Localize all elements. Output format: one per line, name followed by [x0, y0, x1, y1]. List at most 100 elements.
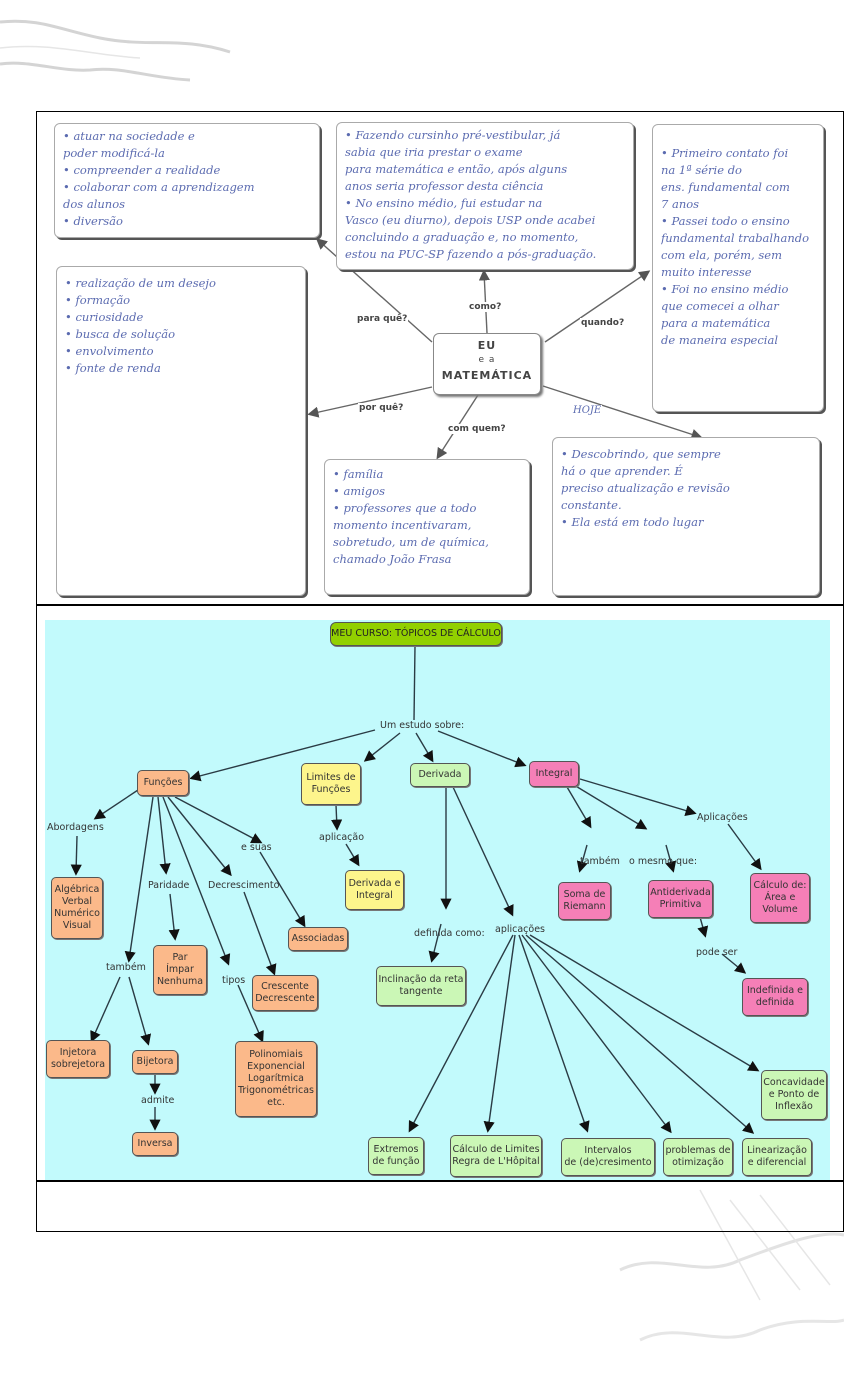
node-text: Integral — [356, 890, 393, 901]
node-text: Decrescente — [255, 993, 315, 1004]
handwritten-line: chamado João Frasa — [333, 552, 452, 566]
node-funcoes-text: Funções — [143, 777, 183, 788]
link-tambem-funcoes: também — [106, 962, 146, 973]
node-otimizacao: problemas de otimização — [663, 1138, 733, 1176]
handwritten-line: 7 anos — [661, 197, 700, 211]
handwritten-line: momento incentivaram, — [333, 518, 472, 532]
node-text: problemas de — [665, 1145, 731, 1156]
node-linearizacao: Linearização e diferencial — [742, 1138, 812, 1176]
node-limites: Limites de Funções — [301, 763, 361, 805]
node-injetora: Injetora sobrejetora — [46, 1040, 110, 1078]
link-paridade: Paridade — [148, 880, 190, 891]
node-limites-hopital: Cálculo de Limites Regra de L'Hôpital — [450, 1135, 542, 1177]
node-text: Algébrica — [54, 884, 100, 895]
handwritten-line: estou na PUC-SP fazendo a pós-graduação. — [345, 247, 597, 261]
node-text: e Ponto de — [768, 1089, 820, 1100]
mindmap-center-node: EU e a MATEMÁTICA — [433, 333, 541, 395]
link-label-quando: quando? — [580, 318, 626, 328]
node-indefinida: Indefinida e definida — [742, 978, 808, 1016]
link-label-hoje: HOJE — [572, 405, 603, 416]
handwritten-line: • atuar na sociedade e — [63, 129, 195, 143]
handwritten-line: sobretudo, um de química, — [333, 535, 489, 549]
handwritten-line: • Primeiro contato foi — [661, 146, 789, 160]
node-text: Primitiva — [659, 899, 702, 910]
card-hoje: • Descobrindo, que sempre há o que aprend… — [552, 437, 820, 596]
node-text: Exponencial — [247, 1061, 305, 1072]
node-text: Verbal — [61, 896, 92, 907]
handwritten-line: • curiosidade — [65, 310, 144, 324]
node-text: tangente — [399, 986, 443, 997]
hub-line-matematica: MATEMÁTICA — [441, 369, 533, 382]
handwritten-line: concluindo a graduação e, no momento, — [345, 230, 579, 244]
handwritten-line: há o que aprender. É — [561, 464, 683, 478]
node-intervalos: Intervalos de (de)cresimento — [561, 1138, 655, 1176]
handwritten-line: • formação — [65, 293, 131, 307]
handwritten-line: fundamental trabalhando — [661, 231, 810, 245]
node-limites-l1: Limites de — [306, 772, 356, 783]
link-o-mesmo-que: o mesmo que: — [629, 856, 698, 867]
handwritten-line: sabia que iria prestar o exame — [345, 145, 523, 159]
handwritten-line: constante. — [561, 498, 622, 512]
node-calculo-area: Cálculo de: Área e Volume — [750, 873, 810, 923]
node-inversa: Inversa — [132, 1132, 178, 1156]
handwritten-line: • compreender a realidade — [63, 163, 221, 177]
node-text: de (de)cresimento — [564, 1157, 652, 1168]
node-text: Ímpar — [166, 964, 194, 975]
handwritten-line: que comecei a olhar — [661, 299, 779, 313]
node-paridade-box: Par Ímpar Nenhuma — [153, 945, 207, 995]
handwritten-line: • Passei todo o ensino — [661, 214, 790, 228]
node-text: Linearização — [747, 1145, 807, 1156]
node-text: Área e — [764, 892, 796, 903]
node-text: Cálculo de Limites — [452, 1144, 540, 1155]
handwritten-line: • envolvimento — [65, 344, 154, 358]
node-root-text: MEU CURSO: TÓPICOS DE CÁLCULO — [331, 628, 501, 639]
handwritten-line: na 1ª série do — [661, 163, 742, 177]
node-text: Soma de — [563, 889, 606, 900]
card-por-que: • realização de um desejo • formação • cur… — [56, 266, 306, 596]
link-tambem-integral: também — [580, 856, 620, 867]
link-aplicacao: aplicação — [319, 832, 365, 843]
link-label-como: como? — [468, 302, 503, 312]
link-label-com-quem: com quem? — [447, 424, 507, 434]
handwritten-line: ens. fundamental com — [661, 180, 790, 194]
link-label-para-que: para quê? — [356, 314, 409, 324]
handwritten-line: para a matemática — [661, 316, 771, 330]
node-derivada-e-integral: Derivada e Integral — [345, 870, 404, 910]
handwritten-line: • realização de um desejo — [65, 276, 216, 290]
node-inclinacao: Inclinação da reta tangente — [376, 966, 466, 1006]
handwritten-line: • professores que a todo — [333, 501, 477, 515]
handwritten-line: • fonte de renda — [65, 361, 161, 375]
node-text: Numérico — [54, 908, 100, 919]
node-text: Antiderivada — [650, 887, 711, 898]
handwritten-line: • colaborar com a aprendizagem — [63, 180, 255, 194]
card-para-que: • atuar na sociedade e poder modificá-la •… — [54, 123, 320, 238]
node-text: Trigonométricas — [238, 1085, 314, 1096]
node-limites-l2: Funções — [311, 784, 351, 795]
handwritten-line: • família — [333, 467, 384, 481]
handwritten-line: poder modificá-la — [63, 146, 165, 160]
link-admite: admite — [141, 1095, 175, 1106]
node-text: Volume — [762, 904, 798, 915]
hub-line-eu: EU — [477, 339, 497, 352]
node-text: Extremos — [373, 1144, 419, 1155]
node-text: Polinomiais — [249, 1049, 303, 1060]
handwritten-line: • busca de solução — [65, 327, 176, 341]
link-aplicacoes-derivada: aplicações — [495, 924, 546, 935]
node-text: Riemann — [563, 901, 606, 912]
card-com-quem: • família• amigos• professores que a tod… — [324, 459, 530, 595]
handwritten-line: com ela, porém, sem — [661, 248, 782, 262]
link-abordagens: Abordagens — [47, 822, 104, 833]
empty-caption-frame — [36, 1181, 844, 1232]
link-pode-ser: pode ser — [696, 947, 738, 958]
node-root-course: MEU CURSO: TÓPICOS DE CÁLCULO — [330, 622, 502, 646]
node-text: Nenhuma — [156, 976, 204, 987]
node-text: Cálculo de: — [753, 880, 807, 891]
handwritten-line: • Descobrindo, que sempre — [561, 447, 721, 461]
node-tipos-box: Polinomiais Exponencial Logarítmica Trig… — [235, 1041, 317, 1117]
handwritten-line: • No ensino médio, fui estudar na — [345, 196, 543, 210]
node-text: Par — [172, 952, 188, 963]
link-tipos: tipos — [222, 975, 246, 986]
node-text: Associadas — [291, 933, 345, 944]
node-text: Inflexão — [775, 1101, 813, 1112]
link-definida-como: definida como: — [414, 928, 485, 939]
